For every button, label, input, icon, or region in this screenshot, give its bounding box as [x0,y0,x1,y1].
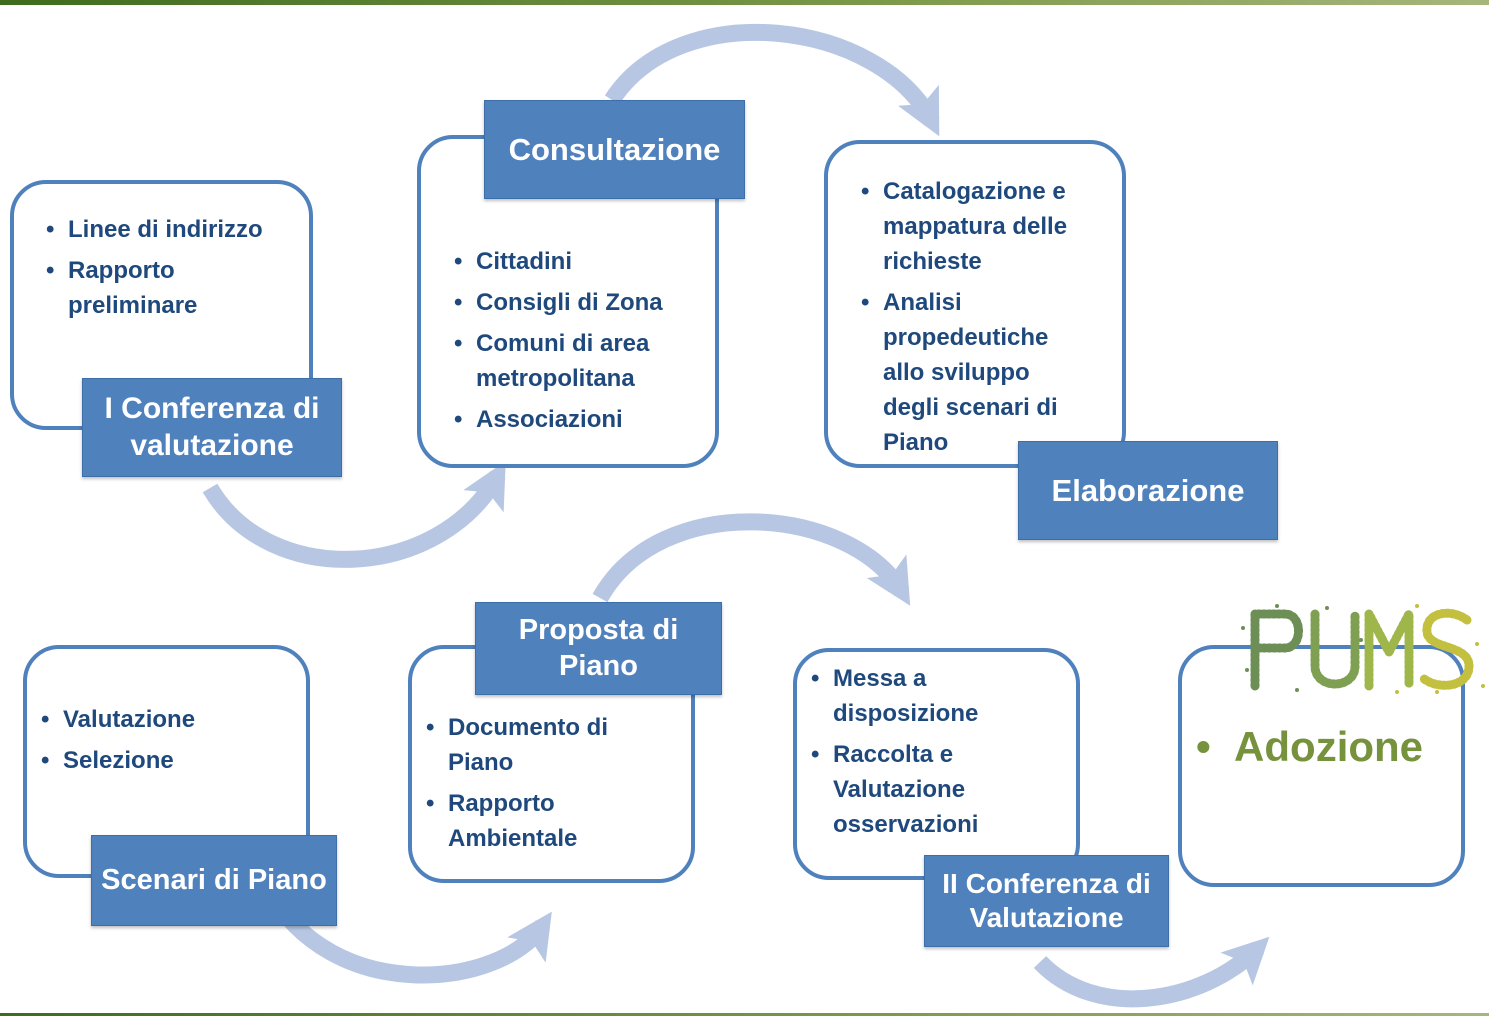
step-label-proposta: Proposta di Piano [475,602,722,695]
bottom-accent-bar [0,1013,1489,1016]
list-item: Valutazione [41,702,281,737]
arrow-proposta-to-conferenza2 [592,513,911,606]
list-item: Selezione [41,743,281,778]
step-frame-adozione [1178,645,1465,887]
pums-logo [1241,604,1485,694]
step-label-elaborazione: Elaborazione [1018,441,1278,540]
final-step-label: Adozione [1234,723,1424,770]
arrow-scenari-to-proposta [260,883,552,984]
bullet: • [1196,723,1235,770]
step-items-elaborazione: Catalogazione e mappatura delle richiest… [861,174,1076,466]
list-item: Rapporto Ambientale [426,786,676,856]
list-item: Analisi propedeutiche allo sviluppo degl… [861,285,1076,460]
arrow-conferenza2-to-adozione [1033,936,1270,1008]
top-accent-bar [0,0,1489,5]
arrow-consultazione-to-elaborazione [604,23,940,137]
list-item: Consigli di Zona [454,285,709,320]
list-item: Comuni di area metropolitana [454,326,709,396]
list-item: Raccolta e Valutazione osservazioni [811,737,1061,842]
list-item: Documento di Piano [426,710,676,780]
step-items-conferenza-1: Linee di indirizzo Rapporto preliminare [46,212,296,329]
final-step-adozione: • Adozione [1196,718,1423,776]
list-item: Cittadini [454,244,709,279]
step-label-conferenza-2: II Conferenza di Valutazione [924,855,1169,947]
list-item: Linee di indirizzo [46,212,296,247]
list-item: Messa a disposizione [811,661,1061,731]
list-item: Associazioni [454,402,709,437]
step-label-scenari: Scenari di Piano [91,835,337,926]
list-item: Rapporto preliminare [46,253,296,323]
step-items-consultazione: Cittadini Consigli di Zona Comuni di are… [454,244,709,443]
step-label-conferenza-1: I Conferenza di valutazione [82,378,342,477]
step-items-scenari: Valutazione Selezione [41,702,281,784]
step-items-proposta: Documento di Piano Rapporto Ambientale [426,710,676,862]
list-item: Catalogazione e mappatura delle richiest… [861,174,1076,279]
arrow-conferenza-to-consultazione [202,461,506,568]
step-items-conferenza-2: Messa a disposizione Raccolta e Valutazi… [811,661,1061,848]
step-label-consultazione: Consultazione [484,100,745,199]
